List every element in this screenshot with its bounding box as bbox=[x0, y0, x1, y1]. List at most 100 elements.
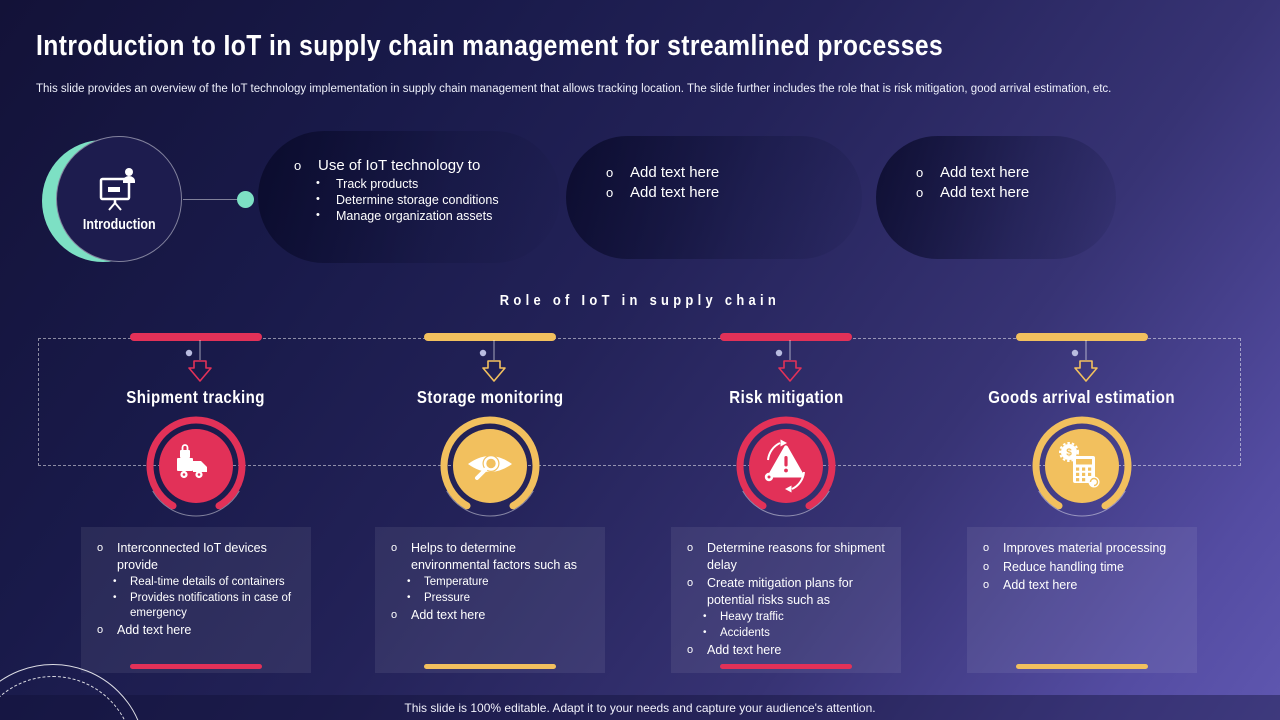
footer-text: This slide is 100% editable. Adapt it to… bbox=[404, 701, 876, 715]
bullet-marker: o bbox=[983, 542, 990, 554]
bullet-marker: o bbox=[687, 643, 694, 656]
drop-arrow-icon bbox=[479, 340, 506, 382]
sub-bullet-item: • Track products bbox=[294, 177, 548, 191]
bullet-marker: • bbox=[703, 611, 707, 622]
sub-bullet-item: • Manage organization assets bbox=[294, 209, 548, 223]
bullet-marker: o bbox=[916, 185, 924, 200]
sub-bullet-item: • Heavy traffic bbox=[687, 610, 891, 625]
slide-subtitle: This slide provides an overview of the I… bbox=[36, 83, 1112, 95]
bullet-marker: o bbox=[687, 542, 694, 554]
accent-underline bbox=[720, 664, 852, 669]
column-shipment-tracking: Shipment tracking o Interconnected IoT de… bbox=[81, 330, 311, 682]
bullet-marker: o bbox=[391, 542, 398, 554]
bullet-text: Improves material processing bbox=[1003, 541, 1167, 555]
column-risk-mitigation: Risk mitigation o Determine reasons for s… bbox=[671, 330, 901, 682]
column-title: Shipment tracking bbox=[126, 387, 266, 407]
bullet-marker: o bbox=[97, 542, 104, 554]
connector-line bbox=[183, 199, 239, 200]
drop-arrow-icon bbox=[1071, 340, 1098, 382]
bullet-marker: o bbox=[983, 579, 990, 591]
eye-magnifier-icon bbox=[440, 416, 540, 517]
bullet-text: Pressure bbox=[424, 591, 471, 604]
intro-circle: Introduction bbox=[56, 136, 182, 262]
bullet-marker: o bbox=[606, 185, 614, 200]
bullet-text: Determine storage conditions bbox=[336, 193, 499, 207]
bullet-text: Helps to determine environmental factors… bbox=[411, 541, 578, 572]
accent-underline bbox=[1016, 664, 1148, 669]
bullet-item: o Add text here bbox=[606, 164, 850, 181]
bullet-text: Add text here bbox=[630, 164, 720, 181]
bullet-marker: • bbox=[703, 626, 707, 638]
truck-lock-icon bbox=[146, 416, 246, 517]
bullet-marker: o bbox=[391, 608, 398, 621]
bullet-text: Add text here bbox=[117, 622, 192, 637]
intro-text-box-1: o Use of IoT technology to • Track products… bbox=[258, 131, 560, 263]
bullet-text: Temperature bbox=[424, 576, 489, 588]
section-heading: Role of IoT in supply chain bbox=[499, 292, 781, 309]
bullet-marker: • bbox=[316, 193, 320, 205]
sub-bullet-item: • Temperature bbox=[391, 575, 595, 590]
page-title: Introduction to IoT in supply chain mana… bbox=[36, 30, 944, 62]
bullet-text: Manage organization assets bbox=[336, 209, 493, 223]
bullet-marker: • bbox=[316, 177, 320, 189]
bullet-text: Real-time details of containers bbox=[130, 576, 285, 588]
bullet-text: Determine reasons for shipment delay bbox=[707, 541, 885, 572]
bullet-marker: o bbox=[606, 165, 614, 180]
column-title: Goods arrival estimation bbox=[988, 387, 1176, 407]
bullet-text: Accidents bbox=[720, 626, 770, 639]
bullet-text: Use of IoT technology to bbox=[318, 157, 481, 174]
bullet-text: Add text here bbox=[630, 184, 720, 201]
bullet-marker: • bbox=[407, 591, 411, 603]
bullet-list: o Use of IoT technology to • Track products… bbox=[294, 157, 548, 223]
detail-box: o Helps to determine environmental factor… bbox=[375, 527, 605, 673]
drop-arrow-icon bbox=[185, 340, 212, 382]
sub-bullet-item: • Determine storage conditions bbox=[294, 193, 548, 207]
bullet-item: o Reduce handling time bbox=[983, 559, 1187, 576]
column-storage-monitoring: Storage monitoring o Helps to determine e… bbox=[375, 330, 605, 682]
accent-underline bbox=[130, 664, 262, 669]
intro-label: Introduction bbox=[82, 216, 156, 233]
bullet-item: o Add text here bbox=[606, 184, 850, 201]
accent-underline bbox=[424, 664, 556, 669]
detail-box: o Interconnected IoT devices provide •Real… bbox=[81, 527, 311, 673]
bullet-marker: o bbox=[983, 560, 990, 573]
connector-dot bbox=[237, 191, 254, 208]
bullet-text: Track products bbox=[336, 177, 419, 191]
bullet-marker: • bbox=[316, 209, 320, 221]
column-title: Risk mitigation bbox=[728, 387, 844, 407]
accent-bar bbox=[424, 333, 556, 341]
presentation-board-icon bbox=[99, 167, 135, 211]
bullet-text: Reduce handling time bbox=[1003, 559, 1124, 574]
bullet-item: o Determine reasons for shipment delay bbox=[687, 540, 891, 573]
accent-bar bbox=[1016, 333, 1148, 341]
bullet-item: o Interconnected IoT devices provide bbox=[97, 540, 301, 573]
bullet-text: Interconnected IoT devices provide bbox=[117, 541, 267, 572]
bullet-marker: • bbox=[407, 576, 411, 587]
bullet-list: o Helps to determine environmental factor… bbox=[391, 540, 595, 623]
bullet-item: o Improves material processing bbox=[983, 540, 1187, 557]
bullet-marker: o bbox=[294, 158, 302, 173]
bullet-text: Heavy traffic bbox=[720, 611, 784, 623]
bullet-list: o Interconnected IoT devices provide •Real… bbox=[97, 540, 301, 638]
sub-bullet-item: •Provides notifications in case of emerg… bbox=[97, 591, 301, 621]
bullet-text: Provides notifications in case of emerge… bbox=[130, 591, 292, 619]
column-title: Storage monitoring bbox=[416, 387, 564, 407]
bullet-text: Create mitigation plans for potential ri… bbox=[707, 576, 853, 607]
bullet-item: o Helps to determine environmental factor… bbox=[391, 540, 595, 573]
bullet-text: Add text here bbox=[411, 607, 486, 622]
sub-bullet-item: •Real-time details of containers bbox=[97, 575, 301, 590]
timeline-dashed-frame bbox=[38, 338, 1241, 466]
calculator-coin-icon: $ bbox=[1032, 416, 1132, 517]
